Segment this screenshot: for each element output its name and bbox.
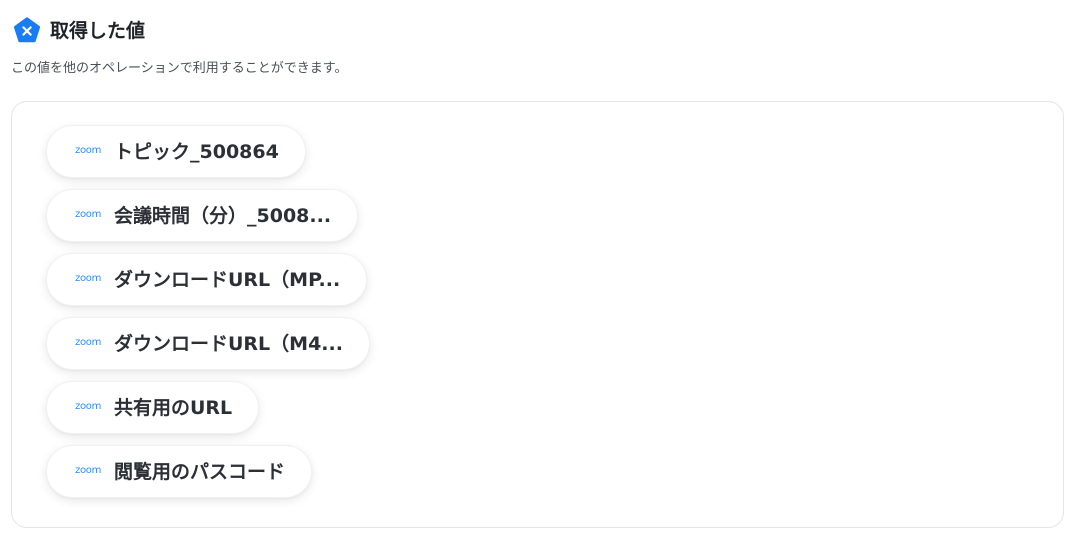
yoom-x-icon	[13, 17, 41, 43]
value-chip-share-url[interactable]: zoom 共有用のURL	[46, 381, 260, 434]
value-chip-label: 共有用のURL	[114, 396, 233, 419]
zoom-logo-icon: zoom	[75, 400, 102, 412]
zoom-logo-icon: zoom	[75, 144, 102, 156]
zoom-logo-icon: zoom	[75, 272, 102, 284]
zoom-logo-icon: zoom	[75, 336, 102, 348]
value-chip-duration[interactable]: zoom 会議時間（分）_5008...	[46, 189, 359, 242]
zoom-logo-icon: zoom	[75, 464, 102, 476]
value-chip-label: トピック_500864	[114, 140, 279, 163]
value-chip-label: ダウンロードURL（M4...	[114, 332, 343, 355]
value-chip-label: ダウンロードURL（MP...	[114, 268, 341, 291]
value-chip-label: 会議時間（分）_5008...	[114, 204, 332, 227]
section-header: 取得した値	[13, 17, 145, 45]
value-chip-download-url-m4a[interactable]: zoom ダウンロードURL（M4...	[46, 317, 370, 370]
value-chip-topic[interactable]: zoom トピック_500864	[46, 125, 306, 178]
value-chip-label: 閲覧用のパスコード	[114, 460, 286, 483]
zoom-logo-icon: zoom	[75, 208, 102, 220]
section-title: 取得した値	[50, 20, 146, 42]
value-chip-view-passcode[interactable]: zoom 閲覧用のパスコード	[46, 445, 313, 498]
value-chip-list: zoom トピック_500864 zoom 会議時間（分）_5008... zo…	[46, 125, 370, 498]
value-chip-download-url-mp4[interactable]: zoom ダウンロードURL（MP...	[46, 253, 368, 306]
section-description: この値を他のオペレーションで利用することができます。	[11, 61, 348, 76]
values-panel: zoom トピック_500864 zoom 会議時間（分）_5008... zo…	[11, 101, 1064, 528]
